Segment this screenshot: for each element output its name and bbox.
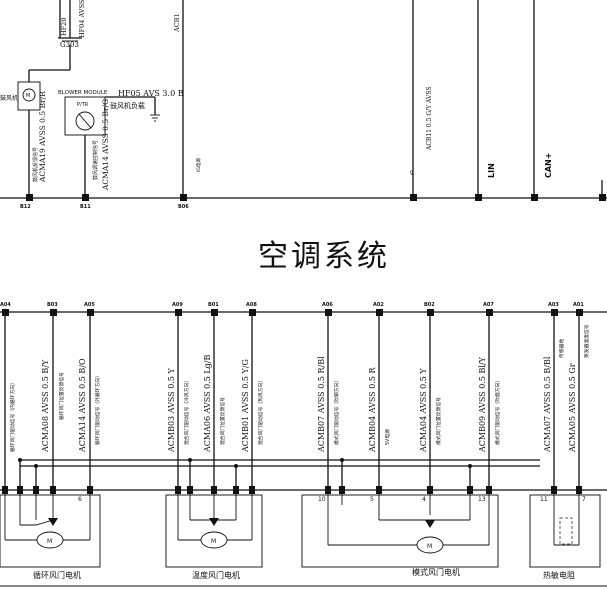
diagram-title: 空调系统: [258, 239, 390, 274]
wire-b01-desc: 混合风门位置反馈信号: [219, 397, 226, 445]
acb1-label: ACB1: [173, 13, 181, 33]
pin-a07: A07: [483, 302, 494, 308]
pin-a01: A01: [573, 302, 584, 308]
wire-a01-code: ACMA05 AVSS 0.5 Gr: [568, 363, 577, 453]
pin-b03: B03: [47, 302, 58, 308]
pin-7-label: 7: [582, 496, 586, 503]
can-label: CAN+: [544, 153, 553, 178]
pin-10-label: 10: [318, 496, 326, 503]
wire-a03-code: ACMA07 AVSS 0.5 B/Bl: [543, 356, 552, 453]
wire-b01-code: ACMA06 AVSS 0.5 Lg/B: [203, 354, 212, 453]
pin-a09: A09: [172, 302, 183, 308]
wire-b11-code: ACMA14 AVSS 0.5 Br/G: [101, 99, 110, 191]
pin-a06: A06: [322, 302, 333, 308]
top-section: HF20 HF04 AVSS G303 ACB1 M 鼓风机 BLOWER MO…: [0, 0, 607, 210]
hf04-label: HF04 AVSS: [78, 0, 86, 38]
pin-a05: A05: [84, 302, 95, 308]
temp-motor-m: M: [211, 538, 216, 545]
pin-a03: A03: [548, 302, 559, 308]
wire-a09-desc: 混合风门驱动信号（冷风方向）: [183, 378, 190, 445]
wire-a07-desc: 模式风门驱动信号（吹面方向）: [494, 378, 501, 445]
pin-13-label: 13: [478, 496, 486, 503]
pin-6-label: 6: [78, 496, 82, 503]
wire-a07-code: ACMB09 AVSS 0.5 Bl/Y: [478, 356, 487, 453]
wire-a06-code: ACMB07 AVSS 0.5 R/Bl: [317, 356, 326, 453]
hf20-label: HF20: [60, 18, 68, 36]
blower-module-label: BLOWER MODULE: [58, 90, 108, 96]
wire-b03-code: ACMA08 AVSS 0.5 B/Y: [41, 359, 50, 453]
pin-a04: A04: [0, 302, 11, 308]
wire-a08-desc: 混合风门驱动信号（热风方向）: [257, 378, 264, 445]
pin-b06: B06: [178, 204, 189, 210]
wire-b12-code: ACMA19 AVSS 0.5 Br/R: [38, 91, 47, 183]
hf05-label: HF05 AVS 3.0 B: [118, 89, 184, 98]
blower-motor-label: 鼓风机: [0, 94, 18, 102]
wire-b06-desc: IG电源: [195, 158, 202, 172]
wire-a05-desc: 循环风门驱动信号（外循环方向）: [94, 373, 101, 445]
thermistor-label: 热敏电阻: [543, 570, 575, 580]
thermistor-frame: [529, 494, 601, 568]
pin-11-label: 11: [540, 496, 548, 503]
left-wire-desc: 循环风门驱动信号（内循环方向）: [9, 380, 16, 452]
wire-a08-code: ACMB01 AVSS 0.5 Y/G: [241, 359, 250, 453]
wire-a09-code: ACMB03 AVSS 0.5 Y: [167, 368, 176, 453]
recirc-motor-frame: [0, 494, 101, 568]
pin-b01: B01: [208, 302, 219, 308]
blower-motor-m: M: [26, 93, 30, 99]
wire-b02-code: ACMA04 AVSS 0.5 Y: [419, 368, 428, 453]
wire-b11-desc: 鼓风调速控制信号: [92, 140, 99, 180]
wire-a06-desc: 模式风门驱动信号（吹脚方向）: [333, 378, 340, 445]
pin-a08: A08: [246, 302, 257, 308]
pin-a02: A02: [373, 302, 384, 308]
wire-a02-desc: 5V电源: [384, 429, 391, 445]
power-transistor-icon: [75, 111, 95, 131]
wire-b12-desc: 鼓风机反馈信号: [32, 147, 39, 182]
lin-label: LIN: [487, 163, 496, 178]
pin-b11: B11: [80, 204, 91, 210]
pin-5-label: 5: [370, 496, 374, 503]
pin-b12: B12: [20, 204, 31, 210]
wire-b03-desc: 循环风门位置反馈信号: [58, 372, 65, 420]
wire-b02-desc: 模式风门位置反馈信号: [435, 397, 442, 445]
pr-label: P/TR: [77, 102, 89, 108]
temp-motor-label: 温度风门电机: [192, 570, 240, 580]
wire-a02-code: ACMB04 AVSS 0.5 R: [368, 367, 377, 453]
recirc-motor-m: M: [47, 538, 52, 545]
mode-motor-frame: [301, 494, 499, 568]
blower-load-label: 鼓风机负载: [110, 101, 145, 110]
blower-motor-icon: [22, 88, 36, 102]
pin-b02: B02: [424, 302, 435, 308]
pin-4-label: 4: [422, 496, 426, 503]
mode-motor-label: 模式风门电机: [412, 567, 460, 577]
wire-acb11: ACB11 0.5 G/Y AVSS: [426, 87, 433, 152]
wire-a03-desc: 传感器地: [558, 339, 565, 358]
wire-a01-desc: 蒸发器温度信号: [583, 324, 590, 358]
recirc-motor-label: 循环风门电机: [33, 570, 81, 580]
pin-9-label: 9: [410, 170, 414, 177]
wire-a05-code: ACMA14 AVSS 0.5 B/O: [78, 358, 87, 453]
bottom-section: A04 B03 A05 A09 B01 A08 A06 A02 B02 A07 …: [0, 302, 607, 587]
mode-motor-m: M: [427, 543, 432, 550]
thermistor-icon: [559, 517, 573, 545]
